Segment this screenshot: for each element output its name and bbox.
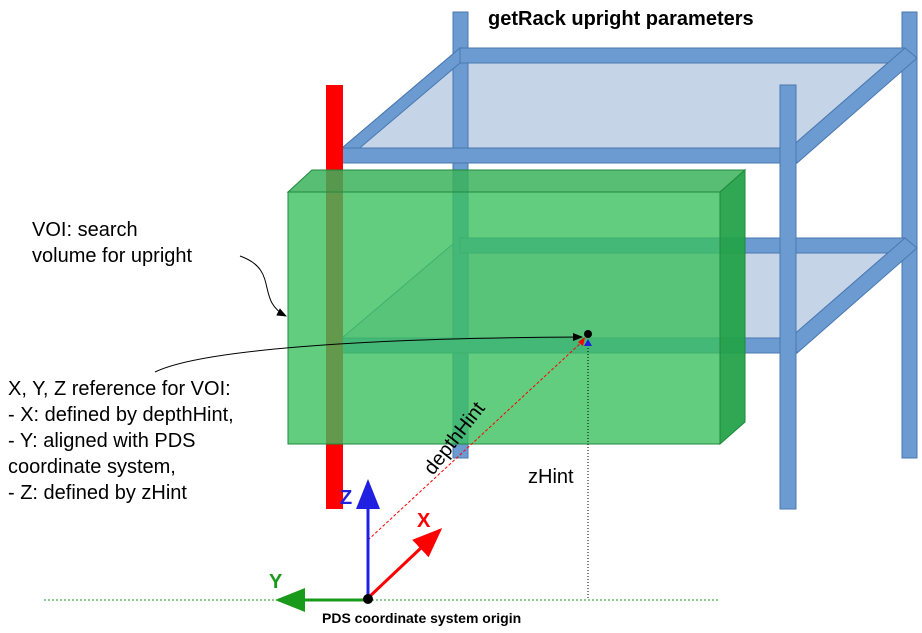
reference-line4: coordinate system, [8, 456, 176, 478]
x-axis-arrow [366, 527, 443, 600]
voi-reference-point [584, 330, 592, 338]
zhint-label: zHint [528, 466, 574, 488]
back-right-upright [901, 11, 918, 459]
reference-line2: - X: defined by depthHint, [8, 404, 234, 426]
voi-ref-z-marker [584, 339, 592, 346]
top-back-beam [459, 47, 906, 64]
voi-top-face [286, 169, 747, 193]
diagram-title: getRack upright parameters [488, 8, 754, 30]
voi-box [286, 168, 747, 446]
origin-label: PDS coordinate system origin [322, 610, 521, 626]
voi-side-face [719, 168, 746, 446]
y-axis-label: Y [269, 571, 283, 593]
x-axis-label: X [417, 510, 431, 532]
voi-label-line1: VOI: search [32, 219, 138, 241]
reference-line3: - Y: aligned with PDS [8, 430, 196, 452]
voi-label-line2: volume for upright [32, 245, 193, 267]
voi-label-arrow [239, 255, 287, 317]
pds-origin-point [363, 594, 373, 604]
front-right-upright [779, 84, 797, 510]
top-front-beam [341, 147, 793, 164]
reference-line1: X, Y, Z reference for VOI: [8, 378, 231, 400]
voi-front-face [287, 191, 721, 445]
z-axis-label: Z [340, 487, 352, 509]
reference-arrow [154, 333, 583, 373]
voi-ref-x-marker [578, 337, 585, 346]
depthhint-line [367, 339, 585, 541]
reference-line5: - Z: defined by zHint [8, 482, 187, 504]
